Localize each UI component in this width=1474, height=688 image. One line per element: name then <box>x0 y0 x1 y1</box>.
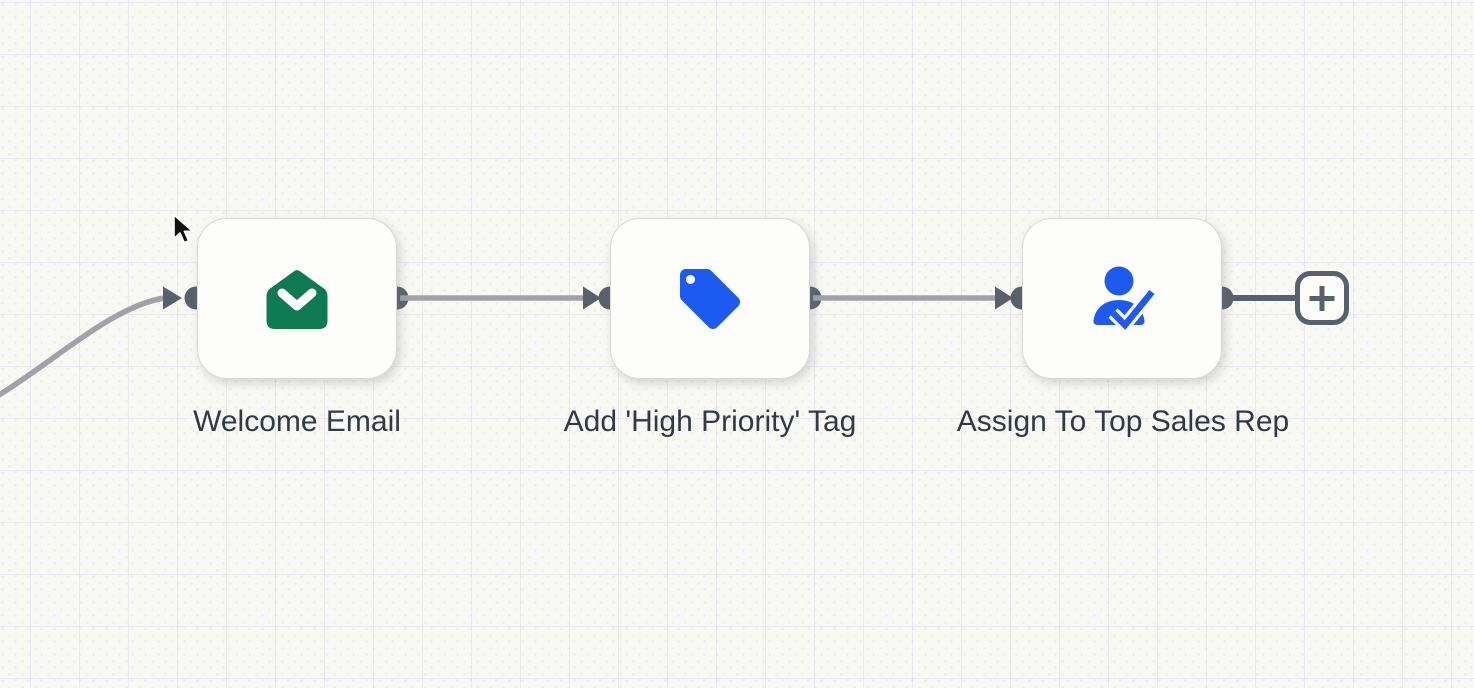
workflow-node-add-tag[interactable] <box>610 218 810 379</box>
workflow-node-assign-rep[interactable] <box>1022 218 1222 379</box>
workflow-node-welcome-email[interactable] <box>197 218 397 379</box>
connection-arrowhead <box>583 286 601 310</box>
email-icon <box>266 269 328 329</box>
plus-icon <box>1309 286 1335 311</box>
node-label-add-tag: Add 'High Priority' Tag <box>563 405 857 438</box>
node-label-welcome-email: Welcome Email <box>193 405 401 438</box>
incoming-connection-line <box>0 295 165 398</box>
connection-arrowhead <box>163 286 182 310</box>
mouse-cursor-icon <box>173 214 194 244</box>
node-label-assign-rep: Assign To Top Sales Rep <box>956 405 1290 438</box>
add-node-button[interactable] <box>1295 271 1349 325</box>
user-check-icon <box>1093 266 1158 335</box>
tag-icon <box>680 268 740 329</box>
connection-arrowhead <box>995 286 1013 310</box>
